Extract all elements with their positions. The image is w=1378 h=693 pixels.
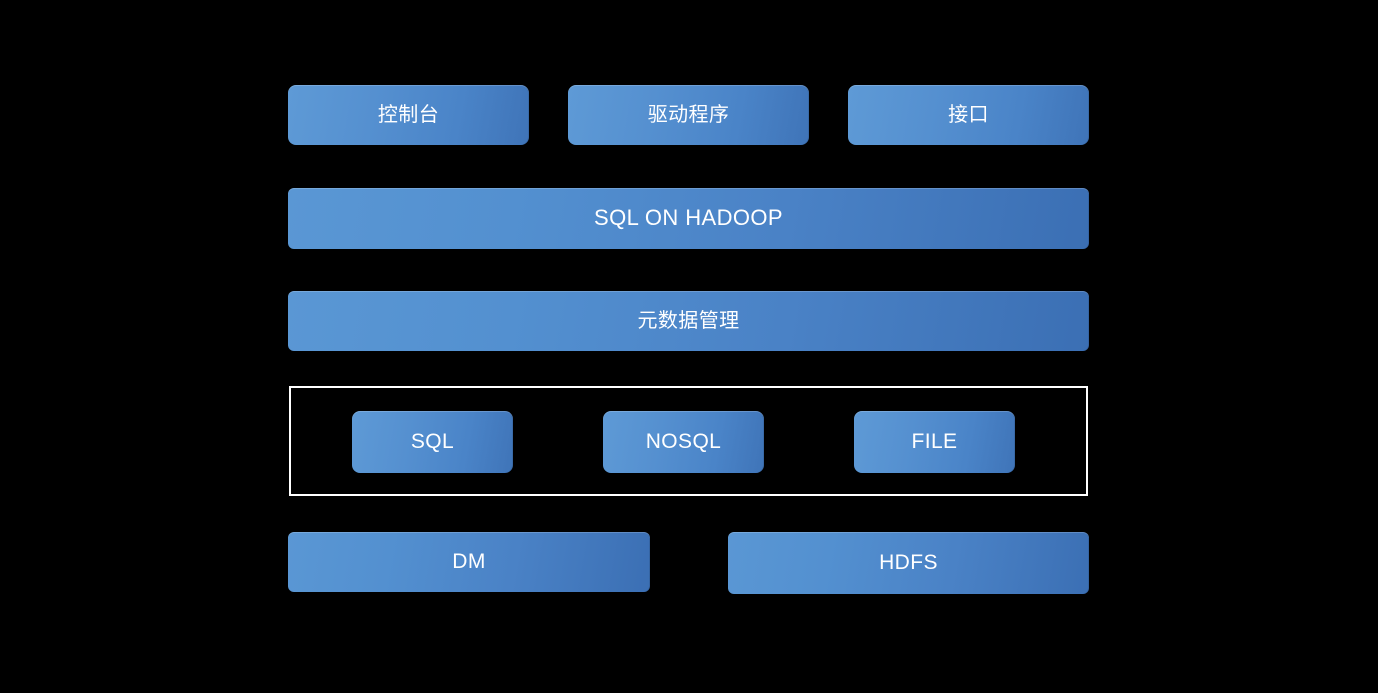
block-interface-label: 接口 bbox=[948, 104, 989, 126]
block-nosql[interactable]: NOSQL bbox=[603, 411, 764, 473]
block-driver[interactable]: 驱动程序 bbox=[568, 85, 809, 145]
block-file-label: FILE bbox=[911, 430, 958, 454]
block-metadata-management[interactable]: 元数据管理 bbox=[288, 291, 1089, 351]
block-file[interactable]: FILE bbox=[854, 411, 1015, 473]
block-dm[interactable]: DM bbox=[288, 532, 650, 592]
data-source-container bbox=[289, 386, 1088, 496]
block-nosql-label: NOSQL bbox=[645, 430, 722, 454]
block-sql-on-hadoop[interactable]: SQL ON HADOOP bbox=[288, 188, 1089, 249]
block-interface[interactable]: 接口 bbox=[848, 85, 1089, 145]
block-console-label: 控制台 bbox=[377, 104, 440, 126]
block-hdfs[interactable]: HDFS bbox=[728, 532, 1089, 594]
block-sql-on-hadoop-label: SQL ON HADOOP bbox=[594, 205, 783, 231]
block-hdfs-label: HDFS bbox=[879, 551, 938, 575]
block-metadata-management-label: 元数据管理 bbox=[637, 310, 740, 332]
block-console[interactable]: 控制台 bbox=[288, 85, 529, 145]
block-driver-label: 驱动程序 bbox=[647, 104, 730, 126]
block-sql-label: SQL bbox=[410, 430, 455, 454]
block-sql[interactable]: SQL bbox=[352, 411, 513, 473]
block-dm-label: DM bbox=[452, 550, 486, 574]
